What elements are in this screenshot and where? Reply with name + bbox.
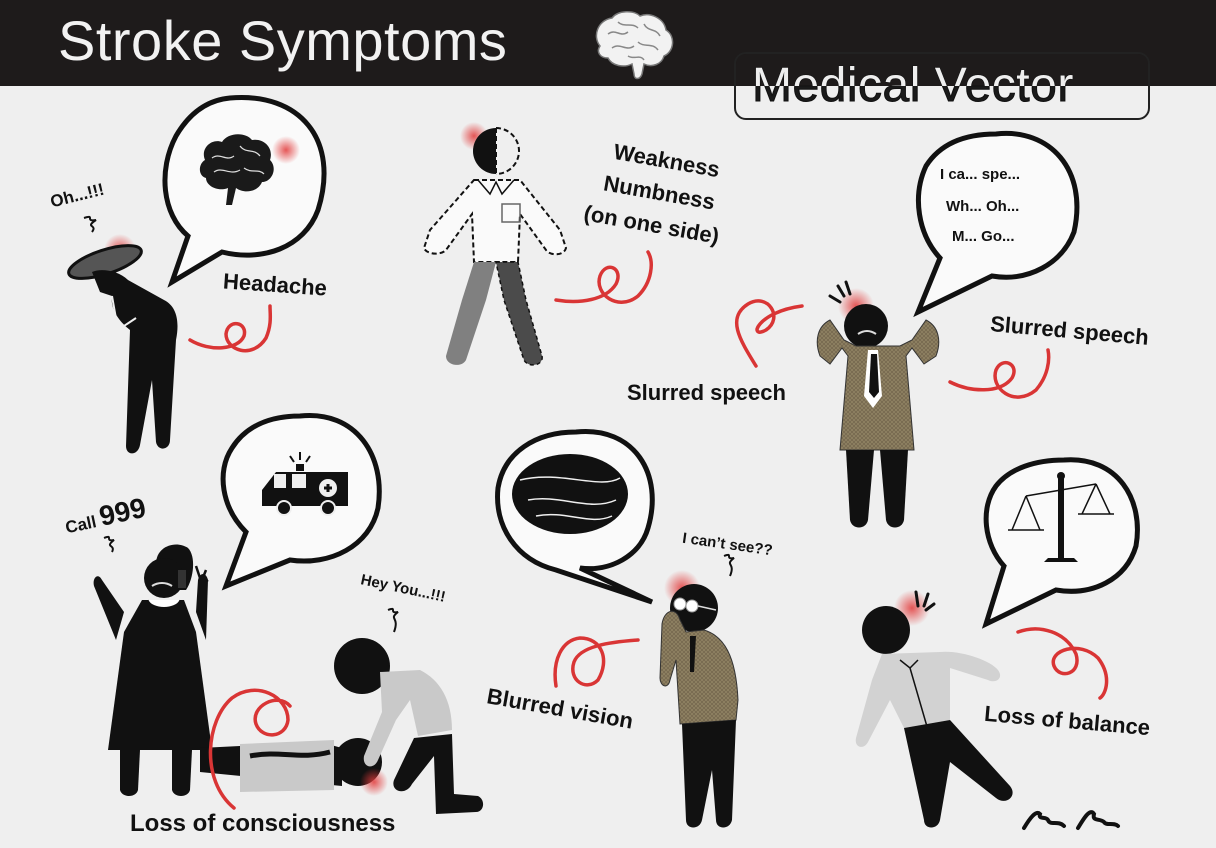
- speech-bubble: [913, 130, 1080, 318]
- slurred-speech-scene: [734, 130, 1080, 528]
- brain-icon: [595, 11, 674, 80]
- brain-icon: [199, 134, 274, 205]
- squiggle-icon: [103, 535, 115, 553]
- ambulance-icon: [262, 452, 348, 516]
- scales-icon: [1008, 472, 1114, 562]
- scribble-icon: [512, 454, 628, 534]
- balance-scene: [855, 457, 1140, 830]
- squiggle-icon: [387, 607, 399, 633]
- unconscious-person-icon: [200, 738, 388, 796]
- loss-of-consciousness-label: Loss of consciousness: [130, 810, 396, 837]
- red-swirl-icon: [734, 299, 804, 368]
- woman-calling-icon: [93, 544, 212, 796]
- red-swirl-icon: [554, 250, 653, 304]
- helper-person-icon: [334, 638, 484, 814]
- red-swirl-icon: [948, 348, 1051, 399]
- call-prefix: Call: [63, 512, 99, 538]
- slurred-bubble-line2: Wh... Oh...: [946, 198, 1020, 215]
- headache-person-icon: [67, 234, 178, 454]
- slurred-bubble-line1: I ca... spe...: [940, 166, 1021, 183]
- red-swirl-icon: [208, 688, 292, 810]
- squiggle-icon: [723, 553, 735, 577]
- weakness-scene: [422, 122, 653, 366]
- stumble-marks-icon: [1022, 810, 1120, 830]
- slurred-speech-label-left: Slurred speech: [627, 380, 786, 405]
- page-title: Stroke Symptoms: [58, 9, 508, 72]
- consciousness-scene: [93, 413, 484, 814]
- headache-scene: [67, 95, 327, 454]
- slurred-bubble-line3: M... Go...: [952, 228, 1015, 245]
- blurred-vision-scene: [495, 429, 739, 828]
- squiggle-icon: [83, 215, 97, 233]
- red-swirl-icon: [1016, 627, 1109, 700]
- medical-vector-badge: Medical Vector Medical Vector: [734, 52, 1150, 120]
- badge-text: Medical Vector: [752, 59, 1074, 113]
- red-swirl-icon: [188, 304, 273, 353]
- red-swirl-icon: [553, 636, 640, 688]
